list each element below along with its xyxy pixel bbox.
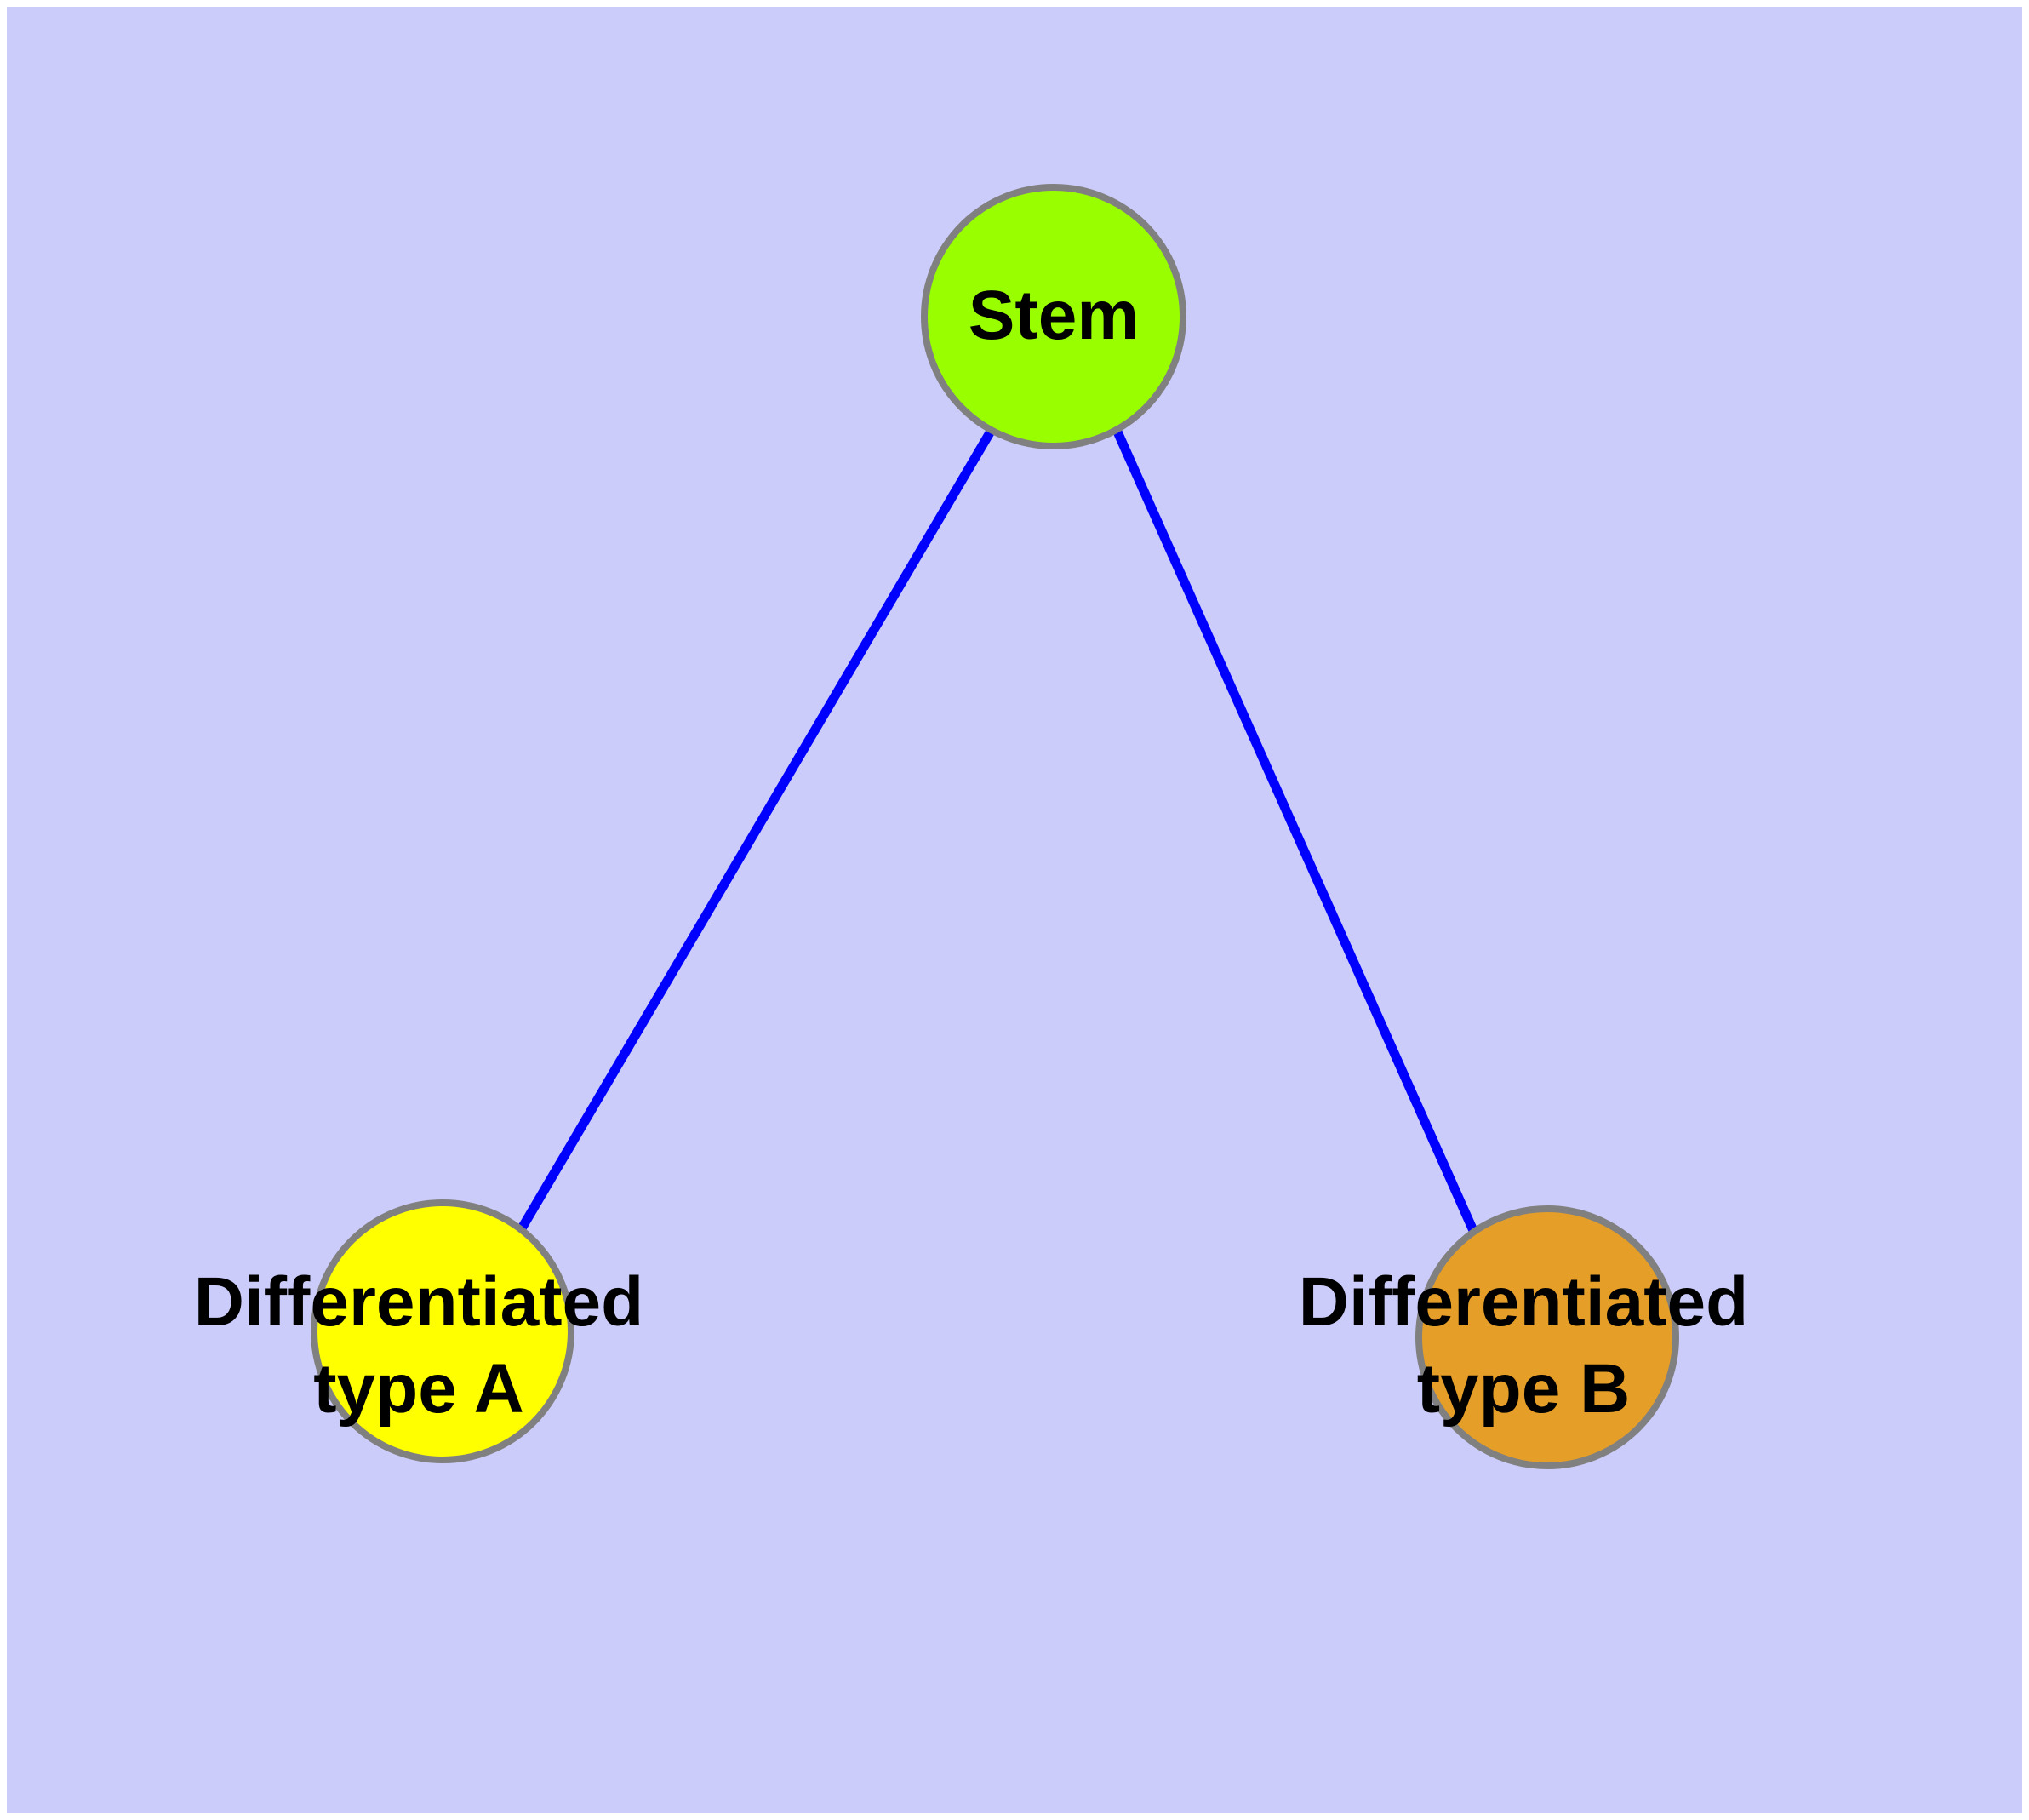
node-layer bbox=[311, 184, 1679, 1469]
label-layer: Stem Differentiated type A Differentiated… bbox=[194, 277, 1749, 1428]
node-label-line: Differentiated bbox=[1299, 1263, 1749, 1341]
node-label-differentiated-type-a: Differentiated type A bbox=[194, 1263, 644, 1428]
node-label-stem: Stem bbox=[969, 277, 1140, 354]
node-differentiated-type-b[interactable] bbox=[1415, 1205, 1679, 1469]
node-stem[interactable] bbox=[921, 184, 1186, 449]
node-differentiated-type-a[interactable] bbox=[311, 1199, 574, 1463]
node-label-line: Differentiated bbox=[194, 1263, 644, 1341]
edge-stem-to-differentiated-type-b[interactable] bbox=[1112, 427, 1480, 1237]
node-label-line: type B bbox=[1417, 1350, 1631, 1428]
edge-stem-to-differentiated-type-a[interactable] bbox=[517, 427, 996, 1231]
node-label-differentiated-type-b: Differentiated type B bbox=[1299, 1263, 1749, 1428]
node-label-line: type A bbox=[313, 1350, 524, 1428]
edge-layer bbox=[517, 427, 1480, 1237]
node-label-line: Stem bbox=[969, 277, 1140, 354]
